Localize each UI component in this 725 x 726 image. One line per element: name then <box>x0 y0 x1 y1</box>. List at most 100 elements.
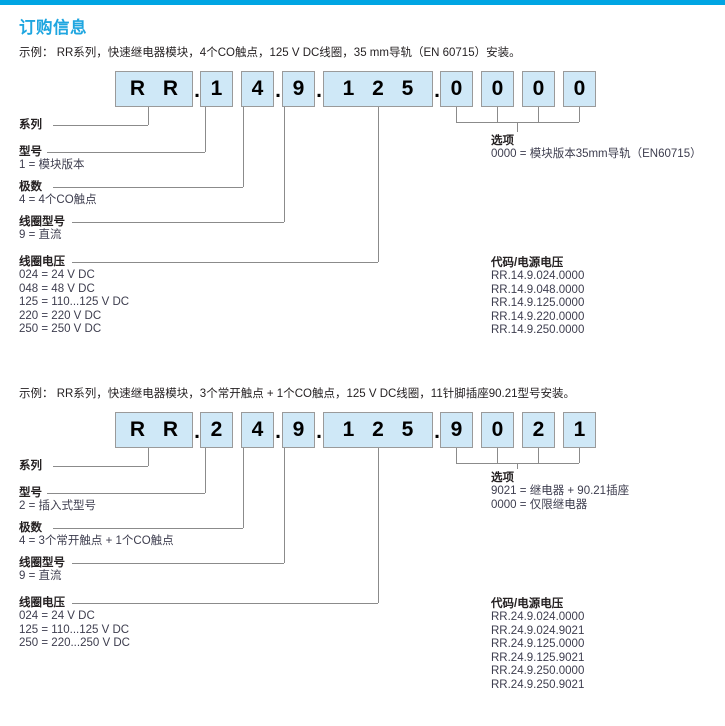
option-title: 选项 <box>491 472 514 484</box>
code-field-title: 线圈型号 <box>19 557 65 569</box>
connector-line-vertical <box>284 448 285 563</box>
code-field-title: 线圈电压 <box>19 597 65 609</box>
code-field-option: 1 = 模块版本 <box>19 159 85 171</box>
page-title: 订购信息 <box>19 19 87 37</box>
code-field-option: 4 = 4个CO触点 <box>19 194 97 206</box>
code-field-title: 极数 <box>19 181 42 193</box>
order-code-item: RR.24.9.024.0000 <box>491 611 585 623</box>
order-code-item: RR.14.9.048.0000 <box>491 283 585 296</box>
order-code-item: RR.24.9.125.9021 <box>491 651 585 664</box>
code-box: 2 <box>200 412 233 448</box>
connector-line-vertical <box>497 107 498 122</box>
connector-line-vertical <box>378 448 379 603</box>
code-field-title: 线圈电压 <box>19 256 65 268</box>
code-box: 0 <box>440 71 473 107</box>
code-box: 4 <box>241 71 274 107</box>
connector-line-horizontal <box>53 125 148 126</box>
code-box: 0 <box>563 71 596 107</box>
code-box: 1 2 5 <box>323 412 433 448</box>
code-box: 9 <box>282 71 315 107</box>
connector-line-horizontal <box>72 222 284 223</box>
order-codes-title: 代码/电源电压 <box>491 257 564 269</box>
connector-line-vertical <box>579 448 580 463</box>
connector-bracket-stem <box>517 122 518 132</box>
connector-line-vertical <box>205 448 206 493</box>
code-box: 1 <box>200 71 233 107</box>
code-separator-dot: . <box>434 79 440 102</box>
example-description: 示例： RR系列，快速继电器模块，3个常开触点 + 1个CO触点，125 V D… <box>19 388 576 400</box>
code-box: 4 <box>241 412 274 448</box>
connector-line-horizontal <box>72 262 378 263</box>
connector-line-vertical <box>284 107 285 222</box>
code-separator-dot: . <box>194 79 200 102</box>
code-separator-dot: . <box>316 79 322 102</box>
code-box: R R <box>115 71 193 107</box>
code-field-title: 线圈型号 <box>19 216 65 228</box>
code-field-option: 125 = 110...125 V DC <box>19 623 130 636</box>
connector-line-vertical <box>538 107 539 122</box>
order-code-item: RR.14.9.250.0000 <box>491 324 585 336</box>
connector-line-vertical <box>497 448 498 463</box>
code-separator-dot: . <box>275 79 281 102</box>
connector-line-horizontal <box>47 152 205 153</box>
option-item: 0000 = 模块版本35mm导轨（EN60715） <box>491 148 702 160</box>
code-box: 0 <box>481 412 514 448</box>
code-box: 1 <box>563 412 596 448</box>
order-code-item: RR.24.9.024.9021 <box>491 624 585 637</box>
code-field-option: 048 = 48 V DC <box>19 282 95 295</box>
code-separator-dot: . <box>194 420 200 443</box>
code-field-option: 250 = 220...250 V DC <box>19 637 130 649</box>
code-box: 0 <box>522 71 555 107</box>
code-field-title: 系列 <box>19 119 42 131</box>
order-codes-title: 代码/电源电压 <box>491 598 564 610</box>
option-item: 0000 = 仅限继电器 <box>491 498 588 511</box>
connector-line-horizontal <box>47 493 205 494</box>
connector-line-horizontal <box>53 528 243 529</box>
code-field-title: 型号 <box>19 146 42 158</box>
code-box: R R <box>115 412 193 448</box>
order-code-item: RR.14.9.024.0000 <box>491 270 585 282</box>
code-field-title: 系列 <box>19 460 42 472</box>
code-field-option: 024 = 24 V DC <box>19 610 95 622</box>
code-field-label-block: 系列 <box>19 118 42 132</box>
code-field-label-block: 系列 <box>19 459 42 473</box>
code-field-title: 型号 <box>19 487 42 499</box>
order-code-item: RR.14.9.125.0000 <box>491 297 585 309</box>
option-title: 选项 <box>491 135 514 147</box>
code-field-option: 9 = 直流 <box>19 570 62 582</box>
code-box: 1 2 5 <box>323 71 433 107</box>
connector-line-vertical <box>243 107 244 187</box>
connector-line-vertical <box>148 448 149 466</box>
code-box: 9 <box>440 412 473 448</box>
example-description: 示例： RR系列，快速继电器模块，4个CO触点，125 V DC线圈，35 mm… <box>19 47 521 59</box>
connector-line-vertical <box>579 107 580 122</box>
connector-line-vertical <box>148 107 149 125</box>
connector-bracket-stem <box>517 463 518 469</box>
connector-line-vertical <box>456 448 457 463</box>
connector-line-vertical <box>205 107 206 152</box>
connector-line-horizontal <box>53 187 243 188</box>
connector-line-vertical <box>378 107 379 262</box>
code-field-option: 4 = 3个常开触点 + 1个CO触点 <box>19 535 174 547</box>
code-field-option: 220 = 220 V DC <box>19 309 102 322</box>
order-code-item: RR.24.9.125.0000 <box>491 638 585 650</box>
connector-line-vertical <box>538 448 539 463</box>
code-field-option: 024 = 24 V DC <box>19 269 95 281</box>
code-field-option: 125 = 110...125 V DC <box>19 296 130 308</box>
code-separator-dot: . <box>434 420 440 443</box>
order-code-item: RR.24.9.250.9021 <box>491 678 585 691</box>
code-field-option: 9 = 直流 <box>19 229 62 241</box>
order-code-item: RR.14.9.220.0000 <box>491 310 585 323</box>
code-field-option: 2 = 插入式型号 <box>19 500 97 512</box>
code-field-title: 极数 <box>19 522 42 534</box>
connector-line-vertical <box>243 448 244 528</box>
option-item: 9021 = 继电器 + 90.21插座 <box>491 485 630 497</box>
order-code-item: RR.24.9.250.0000 <box>491 665 585 677</box>
